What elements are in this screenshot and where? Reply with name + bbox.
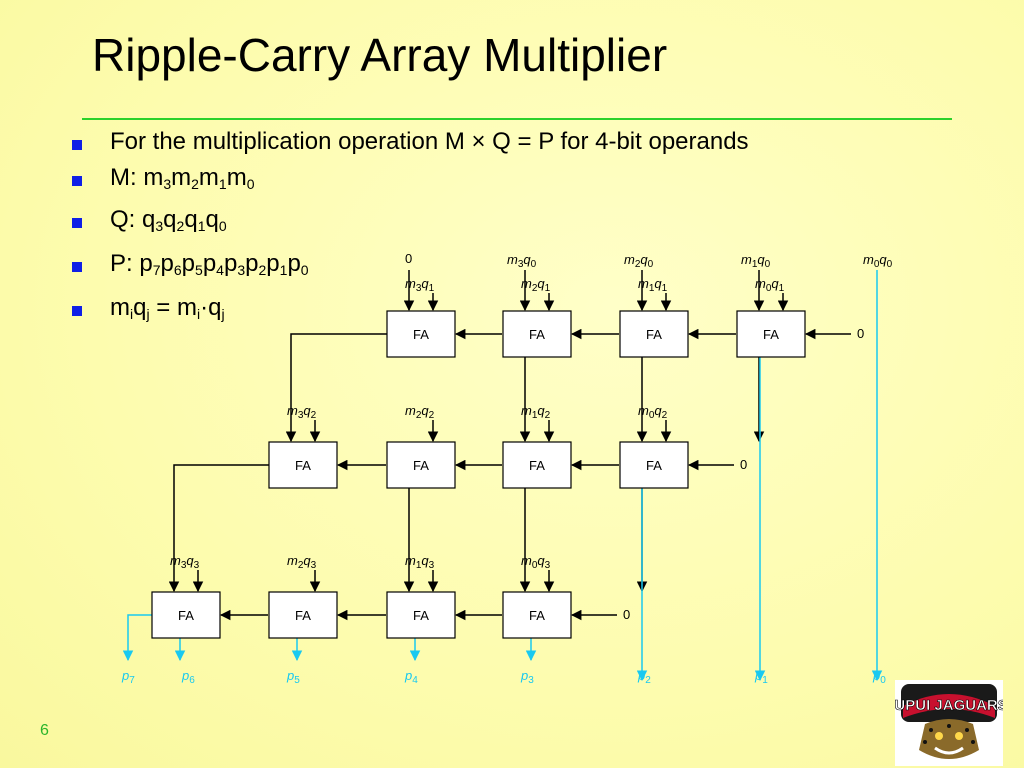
output-label: p3 [520,668,534,686]
input-term-label: m2q0 [624,252,654,270]
bullet-marker [72,218,82,228]
input-zero-label: 0 [405,251,412,266]
input-term-label: m0q2 [638,403,668,421]
fa-label: FA [646,458,662,473]
bullet-item: miqj = mi·qj [70,294,749,328]
input-term-label: m3q1 [405,276,435,294]
fa-label: FA [295,608,311,623]
fa-label: FA [413,608,429,623]
input-term-label: m1q0 [741,252,771,270]
bullet-text: miqj = mi·qj [110,294,225,322]
input-term-label: m2q1 [521,276,551,294]
fa-block [619,441,689,489]
input-term-label: m0q1 [755,276,785,294]
fa-block [268,441,338,489]
carry-out-wire [168,464,269,593]
fa-block [386,441,456,489]
bullet-text: P: p7p6p5p4p3p2p1p0 [110,250,309,278]
output-label: p2 [637,668,651,686]
fa-block [619,310,689,358]
fa-block [386,591,456,639]
bullet-item: P: p7p6p5p4p3p2p1p0 [70,250,749,284]
fa-label: FA [413,327,429,342]
bullet-text: Q: q3q2q1q0 [110,206,227,234]
fa-block [502,441,572,489]
fa-block [502,591,572,639]
fa-label: FA [646,327,662,342]
input-term-label: m1q2 [521,403,551,421]
fa-label: FA [178,608,194,623]
diagram-labels: 0 m3q0 m2q0 m1q0 m3q1 m2q1 m1q1 m0q1 m0q0 0 0 0 m3q2… [121,251,893,686]
input-term-label: m3q3 [170,553,200,571]
fa-block [386,310,456,358]
fa-label: FA [529,458,545,473]
bullet-marker [72,306,82,316]
output-label: p7 [121,668,135,686]
fa-blocks: FA FA FA FA FA FA FA FA FA FA FA FA [151,310,806,639]
carry-in-label: 0 [740,457,747,472]
bullet-marker [72,140,82,150]
logo-text: IUPUI JAGUARS [895,697,1003,714]
input-term-label: m1q3 [405,553,435,571]
output-label: p1 [754,668,768,686]
fa-label: FA [295,458,311,473]
output-wire [122,614,152,662]
output-label: p6 [181,668,195,686]
input-term-label: m3q2 [287,403,317,421]
bullet-marker [72,262,82,272]
fa-block [151,591,221,639]
output-label: p0 [872,668,886,686]
fa-block [736,310,806,358]
bullet-text: M: m3m2m1m0 [110,164,255,192]
input-term-label: m0q0 [863,252,893,270]
bullet-text: For the multiplication operation M × Q =… [110,128,749,155]
title-underline [82,118,952,120]
carry-out-wire [285,333,387,443]
output-label: p5 [286,668,300,686]
diagram-wires [122,270,883,682]
input-term-label: m1q1 [638,276,668,294]
slide-title: Ripple-Carry Array Multiplier [92,29,668,81]
carry-in-label: 0 [623,607,630,622]
bullet-item: For the multiplication operation M × Q =… [70,128,749,156]
bullet-item: M: m3m2m1m0 [70,164,749,198]
fa-block [268,591,338,639]
input-term-label: m2q2 [405,403,435,421]
fa-block [502,310,572,358]
bullet-item: Q: q3q2q1q0 [70,206,749,240]
carry-in-label: 0 [857,326,864,341]
fa-label: FA [529,608,545,623]
input-term-label: m3q0 [507,252,537,270]
output-label: p4 [404,668,418,686]
jaguars-logo: IUPUI JAGUARS [895,680,1003,766]
input-term-label: m2q3 [287,553,317,571]
input-term-label: m0q3 [521,553,551,571]
fa-label: FA [763,327,779,342]
fa-label: FA [529,327,545,342]
bullet-marker [72,176,82,186]
fa-label: FA [413,458,429,473]
page-number: 6 [40,722,49,739]
bullet-list: For the multiplication operation M × Q =… [70,128,749,328]
